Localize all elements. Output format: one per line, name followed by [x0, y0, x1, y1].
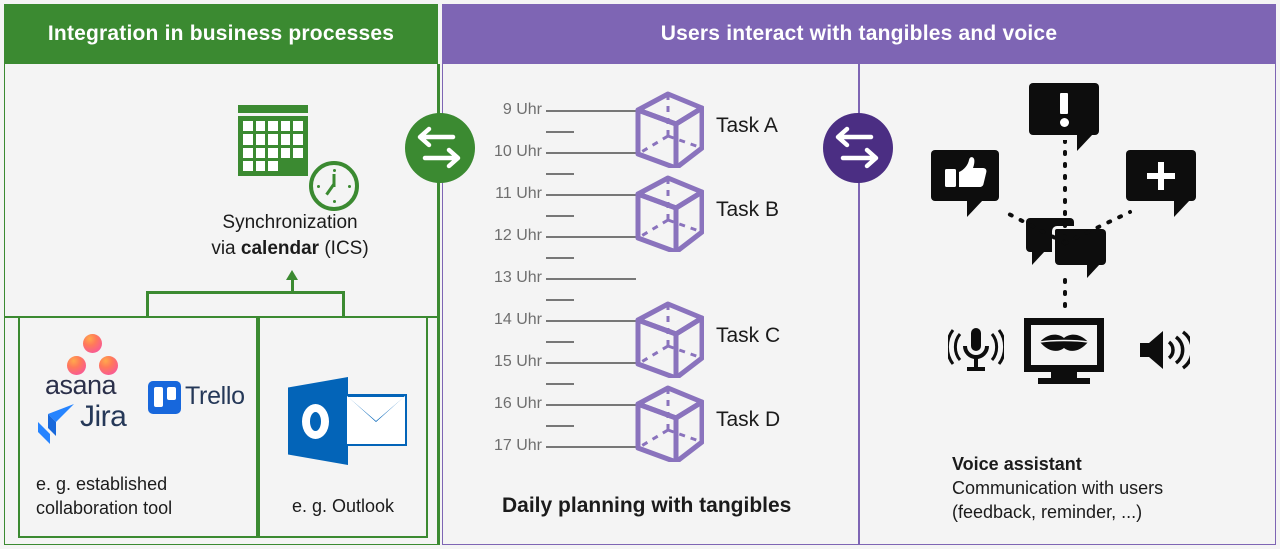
collab-caption-line1: e. g. established	[36, 474, 168, 494]
voice-assistant-line1: Communication with users	[952, 478, 1164, 498]
task-label: Task B	[716, 198, 780, 221]
jira-logo-label: Jira	[80, 400, 127, 433]
bracket-arrowhead-icon	[286, 270, 298, 280]
timeline-hour-line	[546, 404, 636, 406]
thumbs-up-bubble-icon	[931, 150, 999, 217]
asana-logo: asana	[45, 334, 141, 399]
timeline-halfhour-line	[546, 299, 574, 301]
task-cube-icon[interactable]	[632, 382, 705, 465]
timeline-halfhour-line	[546, 341, 574, 343]
panel-divider	[858, 64, 860, 545]
calendar-icon	[238, 105, 312, 177]
dotted-connectors	[1003, 140, 1132, 310]
bracket-stem	[291, 278, 294, 292]
sync-caption: Synchronization via calendar (ICS)	[150, 210, 430, 262]
header-right: Users interact with tangibles and voice	[442, 4, 1276, 64]
trello-logo-label: Trello	[185, 382, 245, 410]
collaboration-tool-box: e. g. established collaboration tool	[18, 316, 258, 538]
timeline-halfhour-line	[546, 173, 574, 175]
task-label: Task D	[716, 408, 781, 431]
timeline-hour-line	[546, 236, 636, 238]
timeline-hour-line	[546, 152, 636, 154]
task-label: Task C	[716, 324, 781, 347]
exclamation-bubble-icon	[1029, 83, 1099, 151]
collab-caption-line2: collaboration tool	[36, 498, 173, 518]
calendar-icon-grid	[243, 121, 303, 171]
timeline-hour-label: 16 Uhr	[493, 395, 542, 412]
outlook-envelope-icon	[345, 394, 407, 446]
timeline-halfhour-line	[546, 131, 574, 133]
task-cube-icon[interactable]	[632, 298, 705, 381]
microphone-icon	[945, 324, 1007, 376]
timeline-halfhour-line	[546, 383, 574, 385]
bracket-left-leg	[146, 291, 149, 318]
header-left: Integration in business processes	[4, 4, 438, 64]
plus-bubble-icon	[1126, 150, 1196, 217]
timeline-hour-label: 14 Uhr	[493, 311, 542, 328]
bracket-right-leg	[342, 291, 345, 318]
timeline-halfhour-line	[546, 257, 574, 259]
bracket-top	[146, 291, 344, 294]
voice-assistant-title: Voice assistant	[952, 454, 1082, 474]
sync-caption-via: via	[211, 238, 241, 259]
task-label: Task A	[716, 114, 778, 137]
exchange-arrows-icon-right	[823, 113, 893, 183]
speaker-icon	[1136, 326, 1195, 374]
jira-mark-icon	[38, 404, 74, 444]
calendar-icon-body	[238, 116, 308, 176]
sync-caption-calendar: calendar	[240, 238, 320, 259]
timeline-hour-line	[546, 194, 636, 196]
sync-caption-ics: (ICS)	[319, 238, 369, 259]
jira-logo: Jira	[36, 400, 156, 446]
timeline-halfhour-line	[546, 425, 574, 427]
timeline-caption: Daily planning with tangibles	[502, 494, 792, 517]
timeline-hour-line	[546, 278, 636, 280]
trello-logo: Trello	[148, 381, 258, 421]
timeline-hour-label: 13 Uhr	[493, 269, 542, 286]
timeline-hour-line	[546, 320, 636, 322]
timeline-hour-label: 9 Uhr	[502, 101, 542, 118]
trello-mark-icon	[148, 381, 181, 414]
timeline-hour-label: 15 Uhr	[493, 353, 542, 370]
timeline-hour-label: 11 Uhr	[495, 185, 542, 202]
asana-logo-label: asana	[45, 370, 117, 400]
voice-assistant-caption: Voice assistant Communication with users…	[952, 452, 1272, 524]
timeline-hour-label: 10 Uhr	[493, 143, 542, 160]
chat-bubble-front-outline	[1052, 226, 1115, 274]
timeline-hour-line	[546, 110, 636, 112]
timeline-hour-line	[546, 362, 636, 364]
outlook-o-icon	[302, 404, 329, 439]
vertical-rail	[438, 64, 440, 545]
exchange-arrows-icon-left	[405, 113, 475, 183]
screen-lips-icon	[1024, 318, 1104, 384]
voice-assistant-line2: (feedback, reminder, ...)	[952, 502, 1143, 522]
clock-icon	[309, 161, 359, 211]
outlook-logo	[288, 370, 407, 468]
outlook-caption: e. g. Outlook	[291, 496, 395, 516]
timeline-halfhour-line	[546, 215, 574, 217]
calendar-icon-top	[238, 105, 308, 113]
timeline-hour-label: 17 Uhr	[493, 437, 542, 454]
timeline-hour-line	[546, 446, 636, 448]
lips-icon	[1039, 334, 1089, 351]
timeline-hour-label: 12 Uhr	[493, 227, 542, 244]
collaboration-tool-caption: e. g. established collaboration tool	[36, 472, 256, 520]
chat-bubble-front-icon	[1055, 229, 1106, 278]
task-cube-icon[interactable]	[632, 88, 705, 171]
task-cube-icon[interactable]	[632, 172, 705, 255]
sync-caption-line1: Synchronization	[222, 212, 358, 233]
